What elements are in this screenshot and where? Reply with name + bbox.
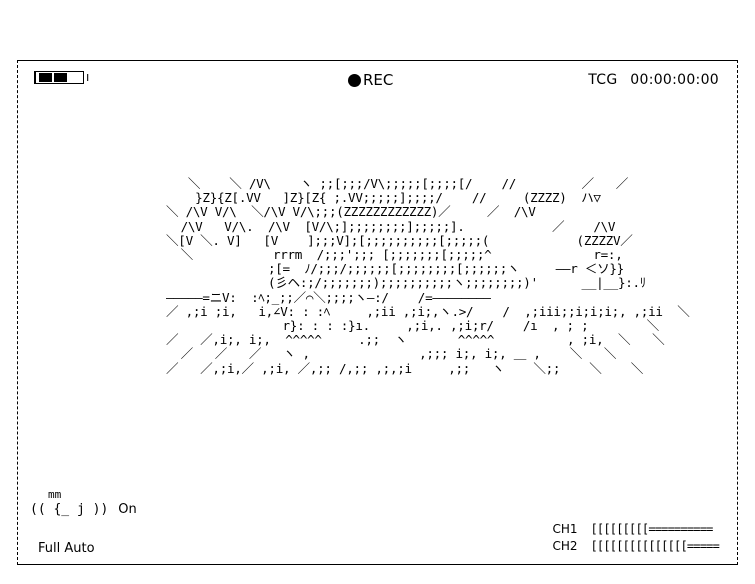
timecode-value: 00:00:00:00 — [630, 72, 719, 88]
stabilizer-state: On — [118, 502, 137, 517]
ascii-art-line: ＼[V ＼. V] [V ];;;V];[;;;;;;;;;;[;;;;;( (… — [166, 232, 633, 248]
ascii-art-line: ／ ,;i ;i, i,∠V: : :ﾍ ,;ii ,;i;,ヽ.>/ / ,;… — [166, 303, 690, 319]
ascii-art-line: }Z}{Z[.VV ]Z}[Z{ ;.VV;;;;;];;;;/ // (ZZZ… — [166, 190, 601, 206]
ascii-art-line: ／ ／ ／ ヽ , ,;;; i;, i;, ＿ , ＼ ＼ — [166, 346, 617, 362]
ascii-art-line: ―――――=ニV: :ﾍ;_;;／⌒＼;;;;ヽ―:/ /=―――――――― — [166, 289, 491, 305]
ascii-art-line: /\V V/\. /\V [V/\;];;;;;;;;];;;;;]. ／ /\… — [166, 218, 616, 234]
stabilizer-hand-icon: (( {_ j )) — [30, 502, 109, 517]
rec-label: REC — [363, 71, 394, 89]
audio-channel-1: CH1 [[[[[[[[[========== — [553, 521, 720, 538]
timecode-label: TCG — [588, 72, 618, 88]
ascii-art-line: ＼ rrrm /;;;';;; [;;;;;;;[;;;;;^ r=:, — [166, 247, 623, 263]
ascii-art-line: ／ ／,i;, i;, ^^^^^ .;; ヽ ^^^^^ , ;i, ＼ ＼ — [166, 332, 665, 348]
battery-cell-3 — [69, 73, 82, 82]
battery-cell-2 — [54, 73, 67, 82]
ascii-art-line: ＼ /\V V/\ ＼/\V V/\;;;(ZZZZZZZZZZZZ)／ ／ /… — [166, 204, 536, 220]
timecode: TCG 00:00:00:00 — [588, 72, 719, 88]
battery-body — [34, 71, 84, 84]
rec-indicator: REC — [348, 71, 393, 89]
stabilizer-indicator: mm (( {_ j )) On — [30, 487, 137, 517]
battery-indicator: ı — [34, 71, 89, 84]
audio-channel-2: CH2 [[[[[[[[[[[[[[[===== — [553, 538, 720, 555]
ch1-meter: [[[[[[[[[========== — [590, 522, 714, 536]
ch2-label: CH2 — [552, 539, 578, 553]
ch2-meter: [[[[[[[[[[[[[[[===== — [590, 539, 720, 553]
ascii-art-line: r}: : : :}ı. ,;i,. ,;i;r/ /ı , ; ; ＼ — [166, 318, 660, 334]
ascii-art-line: (彡ヘ:;/;;;;;;;);;;;;;;;;;ヽ;;;;;;;;)' __|_… — [166, 275, 646, 291]
ch1-label: CH1 — [552, 522, 578, 536]
ascii-art-line: ＼ ＼ /V\ ヽ ;;[;;;/V\;;;;;[;;;;[/ // ／ ／ — [166, 176, 628, 191]
ascii-art-line: ／ ／,;i,／ ,;i, ／,;; /,;; ,;,;i ,;; ヽ ＼;; … — [166, 360, 644, 376]
rec-dot-icon — [348, 73, 361, 87]
ascii-art-scene: ＼ ＼ /V\ ヽ ;;[;;;/V\;;;;;[;;;;[/ // ／ ／ }… — [166, 176, 690, 376]
audio-meters: CH1 [[[[[[[[[========== CH2 [[[[[[[[[[[[… — [553, 521, 720, 555]
battery-cell-1 — [39, 73, 52, 82]
battery-tip: ı — [86, 70, 90, 84]
viewfinder-frame: ı REC TCG 00:00:00:00 ＼ ＼ /V\ ヽ ;;[;;;/V… — [17, 60, 738, 565]
ascii-art-line: ;[= ﾉ/;;;/;;;;;;[;;;;;;;;[;;;;;;ヽ ――r ＜ソ… — [166, 261, 624, 277]
shooting-mode: Full Auto — [38, 541, 95, 556]
stabilizer-hand-top: mm — [48, 488, 62, 501]
